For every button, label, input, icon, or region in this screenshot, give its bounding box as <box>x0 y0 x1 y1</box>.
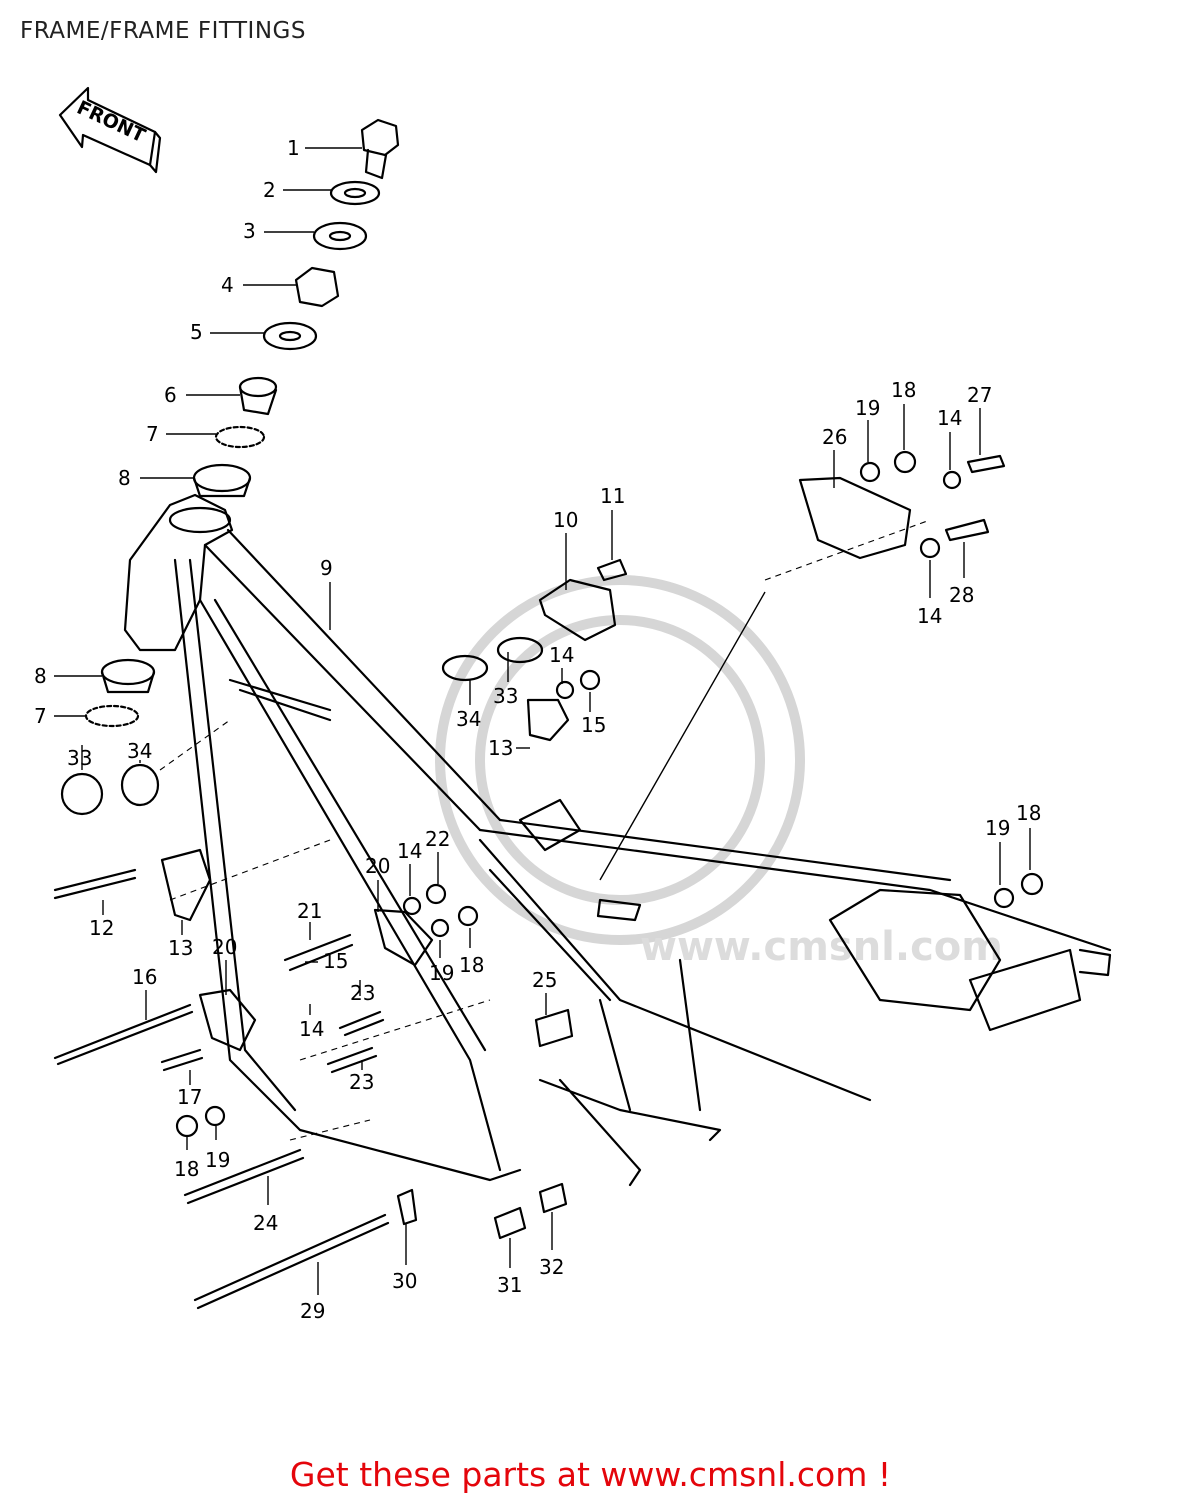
callout-label: 3 <box>243 219 256 243</box>
callout-label: 18 <box>459 953 484 977</box>
page-title: FRAME/FRAME FITTINGS <box>20 18 306 44</box>
callout-label: 27 <box>967 383 992 407</box>
callout-label: 10 <box>553 508 578 532</box>
callout-label: 19 <box>855 396 880 420</box>
callout-label: 15 <box>323 949 348 973</box>
callout-label: 24 <box>253 1211 278 1235</box>
callout-label: 14 <box>299 1017 324 1041</box>
callout-label: 23 <box>349 1070 374 1094</box>
callout-label: 25 <box>532 968 557 992</box>
callout-label: 14 <box>917 604 942 628</box>
bracket-26 <box>798 476 912 560</box>
callout-label: 7 <box>146 422 159 446</box>
callout-label: 34 <box>127 739 152 763</box>
callout-label: 8 <box>118 466 131 490</box>
callout-label: 28 <box>949 583 974 607</box>
callout-label: 5 <box>190 320 203 344</box>
callout-label: 20 <box>365 854 390 878</box>
callout-label: 30 <box>392 1269 417 1293</box>
callout-label: 13 <box>168 936 193 960</box>
callout-label: 13 <box>488 736 513 760</box>
callout-label: 9 <box>320 556 333 580</box>
callout-label: 6 <box>164 383 177 407</box>
callout-label: 1 <box>287 136 300 160</box>
callout-label: 17 <box>177 1085 202 1109</box>
callout-label: 16 <box>132 965 157 989</box>
watermark-text: www.cmsnl.com <box>640 924 1003 970</box>
callout-label: 33 <box>493 684 518 708</box>
steering-stem-parts <box>84 118 400 728</box>
callout-label: 23 <box>350 981 375 1005</box>
callout-label: 7 <box>34 704 47 728</box>
callout-label: 22 <box>425 827 450 851</box>
callout-label: 4 <box>221 273 234 297</box>
callout-label: 15 <box>581 713 606 737</box>
callout-label: 18 <box>891 378 916 402</box>
frame-body <box>123 493 1112 1187</box>
callout-label: 18 <box>1016 801 1041 825</box>
callout-label: 12 <box>89 916 114 940</box>
get-parts-link[interactable]: Get these parts at www.cmsnl.com ! <box>289 1455 892 1494</box>
callout-label: 21 <box>297 899 322 923</box>
callout-label: 19 <box>985 816 1010 840</box>
callout-label: 8 <box>34 664 47 688</box>
callout-label: 19 <box>429 961 454 985</box>
callout-label: 14 <box>397 839 422 863</box>
callout-label: 29 <box>300 1299 325 1323</box>
callout-label: 34 <box>456 707 481 731</box>
callout-label: 32 <box>539 1255 564 1279</box>
callout-label: 19 <box>205 1148 230 1172</box>
callout-label: 18 <box>174 1157 199 1181</box>
callouts: 1 2 3 4 5 6 7 8 8 7 9 10 11 14 15 33 34 … <box>34 136 1041 1323</box>
cmsnl-watermark: www.cmsnl.com <box>435 575 1003 970</box>
front-arrow-icon: FRONT <box>58 86 162 174</box>
front-label: FRONT <box>73 97 148 148</box>
callout-label: 14 <box>937 406 962 430</box>
callout-label: 31 <box>497 1273 522 1297</box>
callout-label: 33 <box>67 746 92 770</box>
callout-label: 2 <box>263 178 276 202</box>
frame-fittings <box>53 450 1044 1310</box>
callout-label: 20 <box>212 935 237 959</box>
callout-label: 14 <box>549 643 574 667</box>
callout-label: 11 <box>600 484 625 508</box>
assembly-guides <box>159 519 931 1141</box>
callout-label: 26 <box>822 425 847 449</box>
bracket-10 <box>538 578 617 642</box>
